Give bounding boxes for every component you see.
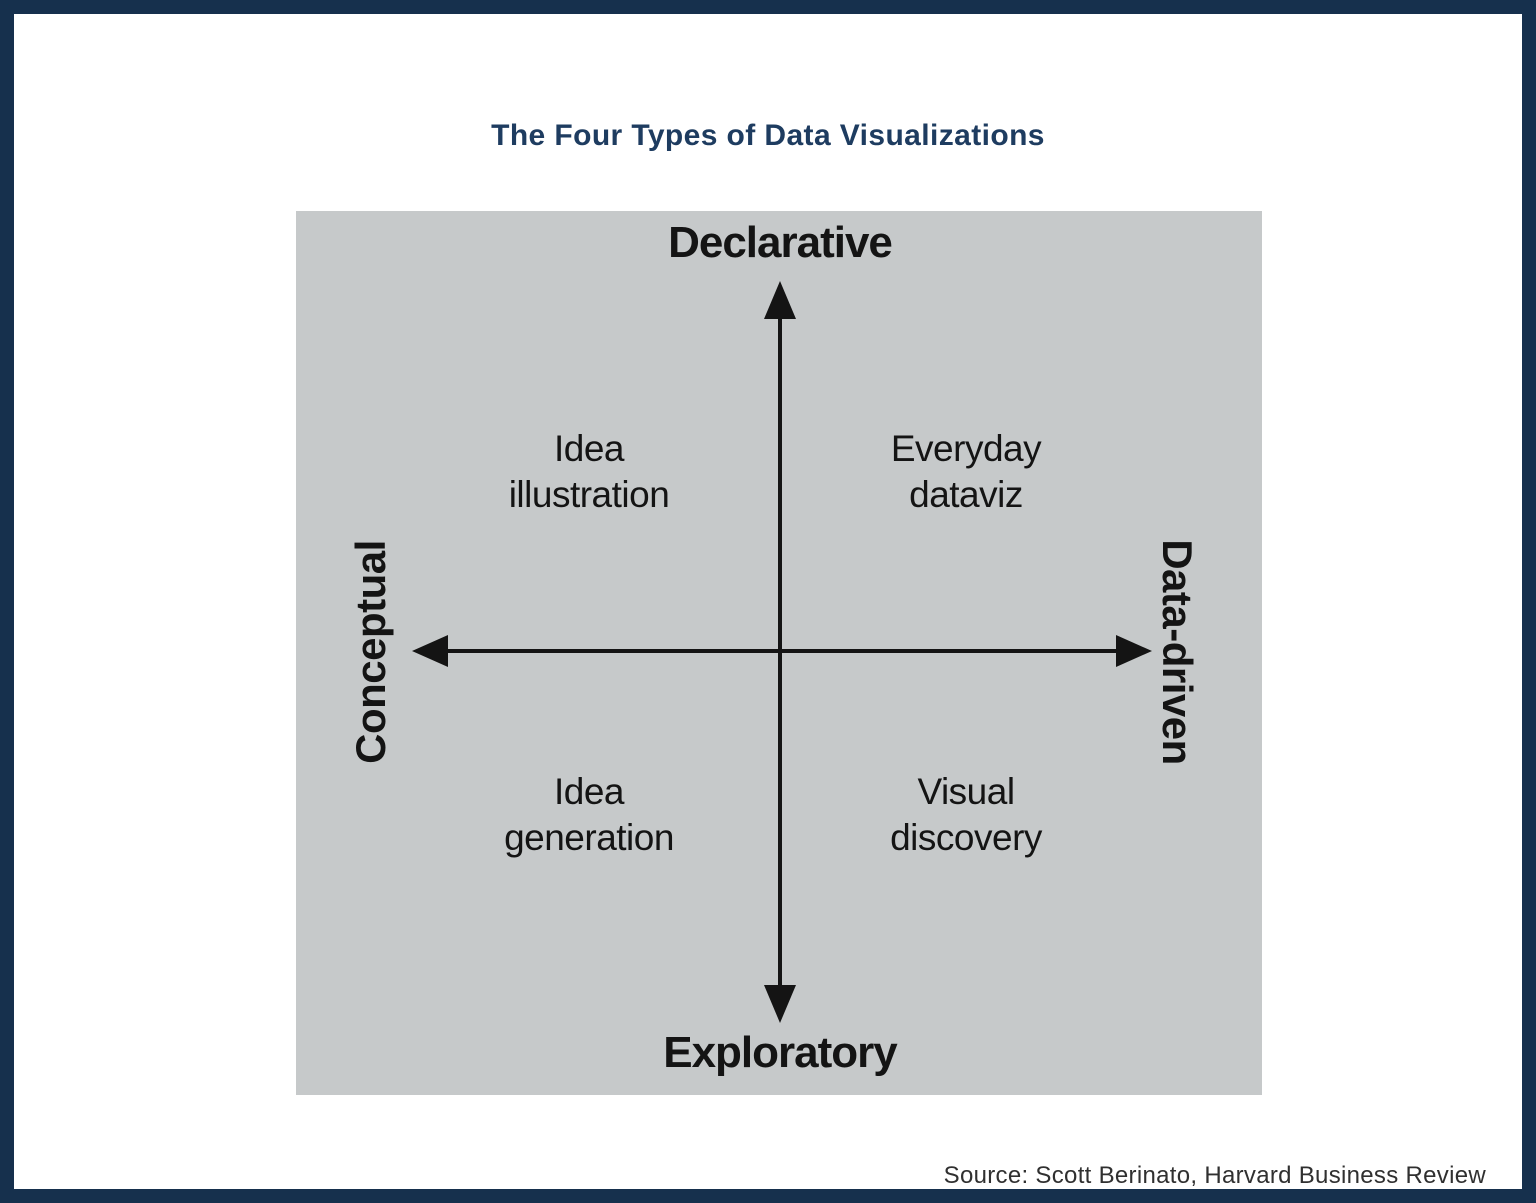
quadrant-label-idea-illustration: Idea illustration — [389, 426, 789, 518]
arrowhead-right-icon — [1116, 635, 1152, 667]
quadrant-label-line: Idea — [553, 428, 625, 469]
source-attribution: Source: Scott Berinato, Harvard Business… — [943, 1162, 1486, 1189]
arrowhead-down-icon — [764, 985, 796, 1023]
quadrant-panel: Declarative Exploratory Conceptual Data-… — [296, 211, 1262, 1095]
quadrant-label-line: Idea — [553, 771, 625, 812]
page-title: The Four Types of Data Visualizations — [491, 119, 1045, 152]
quadrant-label-idea-generation: Idea generation — [389, 769, 789, 861]
quadrant-label-everyday-dataviz: Everyday dataviz — [766, 426, 1166, 518]
axis-label-conceptual: Conceptual — [347, 540, 394, 764]
axis-label-exploratory: Exploratory — [663, 1028, 898, 1077]
arrowhead-up-icon — [764, 281, 796, 319]
axis-label-data-driven: Data-driven — [1154, 539, 1201, 765]
arrowhead-left-icon — [412, 635, 448, 667]
quadrant-label-line: discovery — [890, 817, 1042, 858]
quadrant-label-visual-discovery: Visual discovery — [766, 769, 1166, 861]
quadrant-label-line: illustration — [508, 474, 670, 515]
quadrant-label-line: Everyday — [890, 428, 1042, 469]
axes-graphic — [412, 281, 1152, 1023]
quadrant-label-line: Visual — [917, 771, 1015, 812]
quadrant-label-line: dataviz — [909, 474, 1023, 515]
axis-label-declarative: Declarative — [668, 218, 893, 267]
quadrant-label-line: generation — [504, 817, 674, 858]
